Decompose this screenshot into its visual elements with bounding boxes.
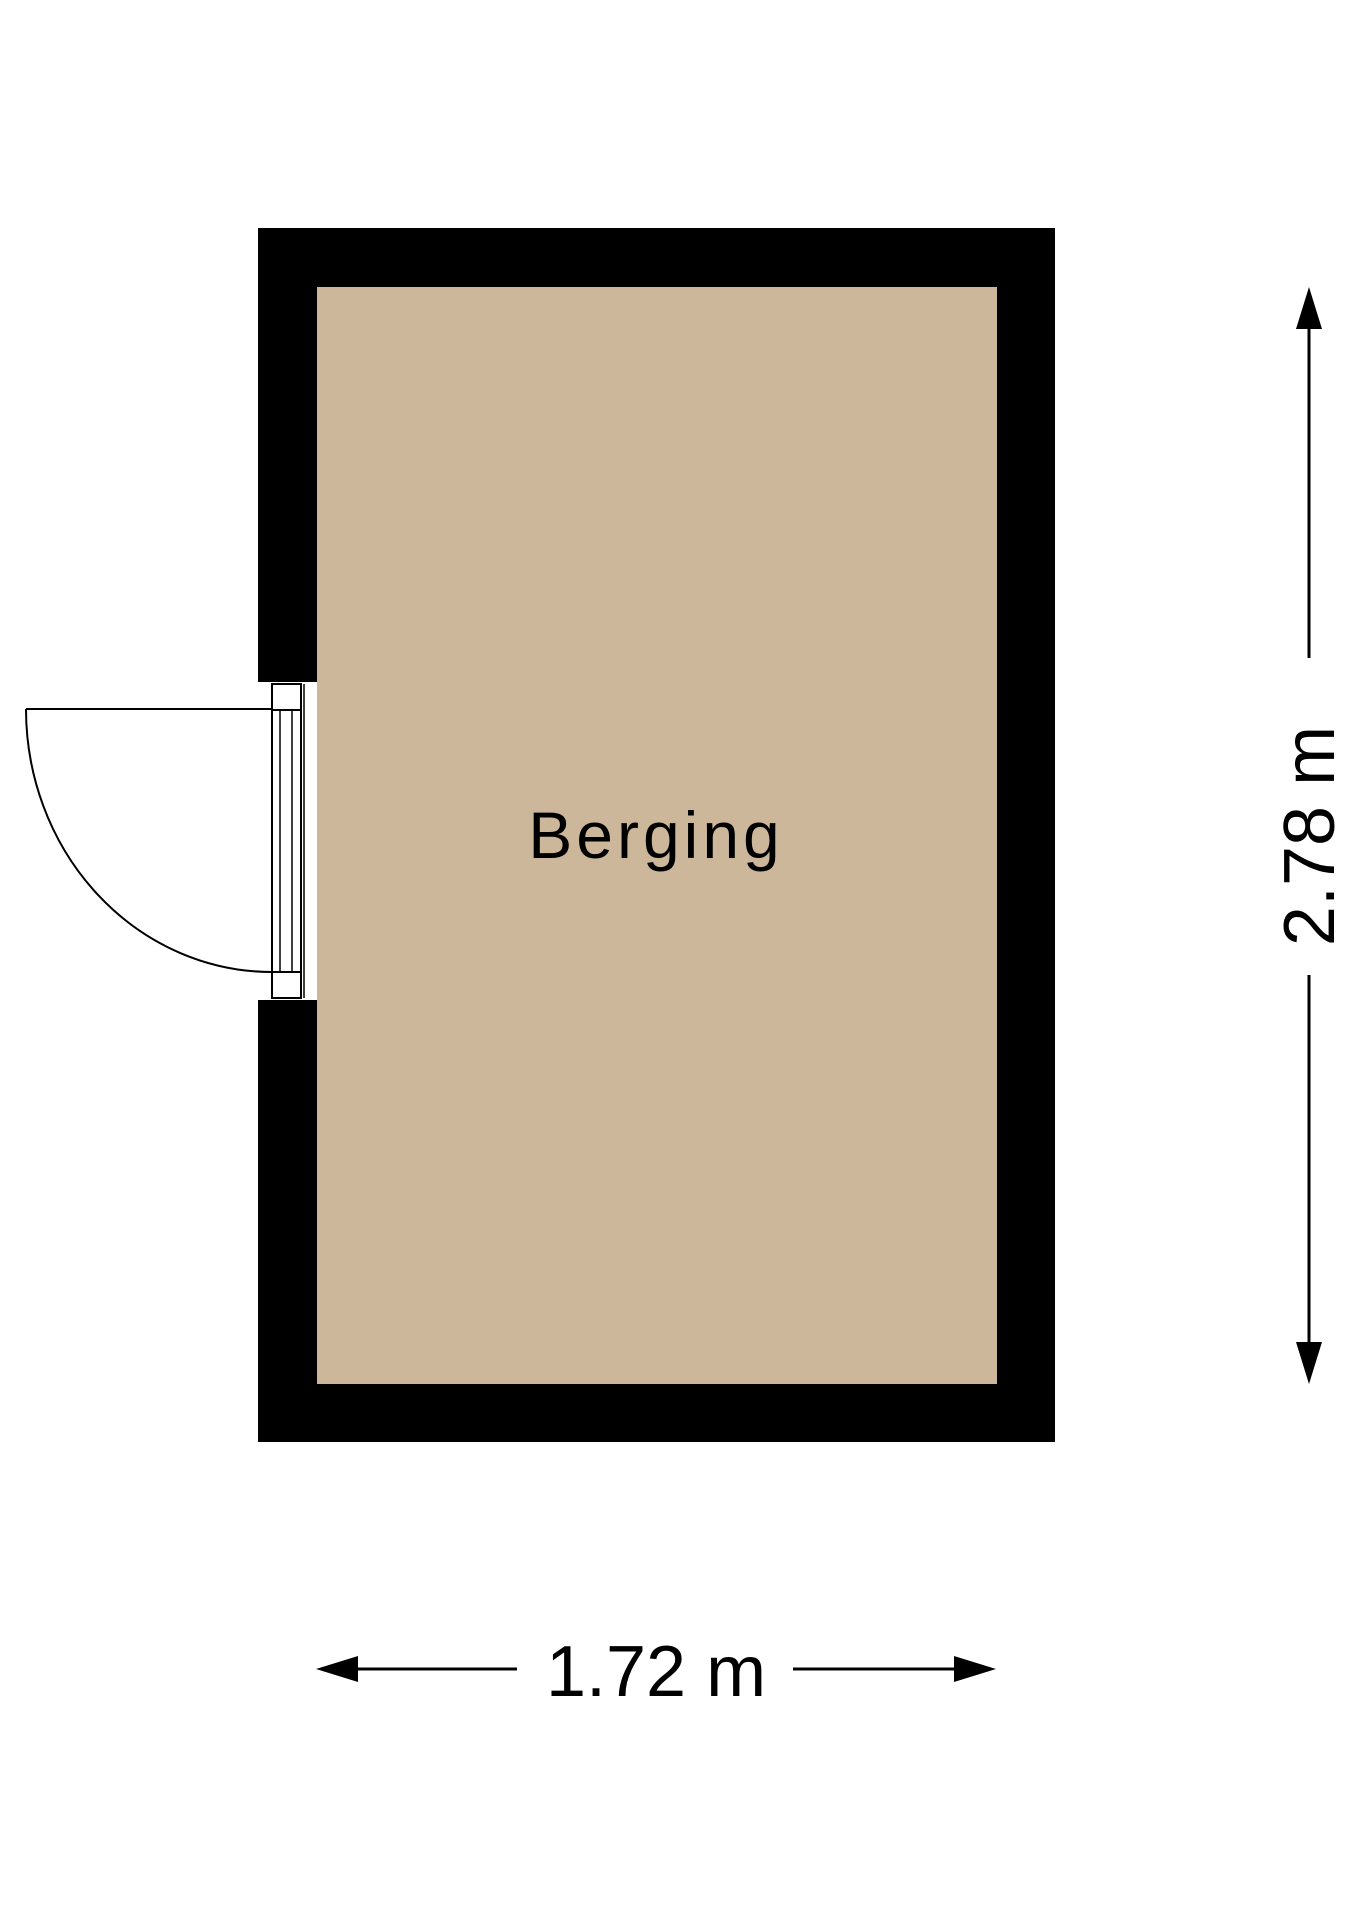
width-dimension-label: 1.72 m	[546, 1632, 766, 1712]
height-dimension-label: 2.78 m	[1270, 726, 1350, 946]
width-dimension: 1.72 m	[316, 1632, 996, 1712]
door-frame-bottom	[271, 971, 302, 999]
room-floor	[317, 287, 997, 1384]
door	[25, 682, 317, 1000]
arrow-down-icon	[1296, 1342, 1322, 1384]
room-name-label: Berging	[528, 798, 784, 872]
door-swing-arc	[25, 708, 273, 973]
arrow-up-icon	[1296, 287, 1322, 329]
arrow-left-icon	[316, 1656, 358, 1682]
door-frame-top	[271, 683, 302, 711]
arrow-right-icon	[954, 1656, 996, 1682]
height-dimension: 2.78 m	[1270, 287, 1350, 1384]
door-opening	[258, 682, 317, 1000]
